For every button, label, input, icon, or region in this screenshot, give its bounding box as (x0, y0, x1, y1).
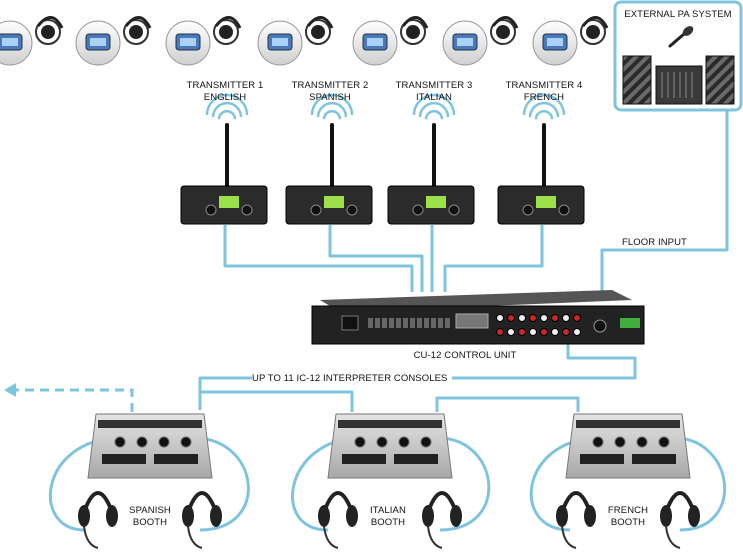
pa-system (613, 0, 743, 112)
transmitter-device (497, 93, 585, 225)
headphones-icon (490, 16, 519, 45)
headphones-icon (400, 16, 429, 45)
headset-icon (78, 491, 118, 549)
microphone-icon (668, 26, 694, 48)
transmitter-label-1: TRANSMITTER 1 ENGLISH (175, 80, 275, 104)
transmitter-device (285, 93, 373, 225)
headset-icon (556, 491, 596, 549)
transmitter-device (180, 93, 268, 225)
receiver-icon (75, 20, 121, 66)
transmitter-device (387, 93, 475, 225)
cable-console1-2 (200, 390, 354, 412)
transmitter-label-3: TRANSMITTER 3 ITALIAN (384, 80, 484, 104)
transmitter-row (180, 93, 585, 225)
mixer-icon (655, 65, 703, 105)
booth-french-word: BOOTH (610, 517, 646, 528)
speaker-right-icon (705, 55, 735, 105)
receiver-row (0, 16, 609, 66)
receiver-icon (165, 20, 211, 66)
transmitter-1-language: ENGLISH (203, 92, 247, 103)
receiver-icon (0, 20, 33, 66)
headphones-icon (35, 16, 64, 45)
headphones-icon (123, 16, 152, 45)
receiver-icon (352, 20, 398, 66)
loop-french-right (675, 436, 727, 532)
receiver-icon (442, 20, 488, 66)
booth-label-spanish: SPANISH BOOTH (120, 505, 180, 529)
transmitter-label-4: TRANSMITTER 4 FRENCH (494, 80, 594, 104)
booth-label-french: FRENCH BOOTH (598, 505, 658, 529)
interpreter-console (565, 413, 691, 479)
headset-icon (660, 491, 700, 549)
transmitter-2-name: TRANSMITTER 2 (291, 80, 369, 91)
transmitter-4-language: FRENCH (523, 92, 565, 103)
loop-spanish-right (195, 436, 250, 532)
headset-icon (318, 491, 358, 549)
cable-cu-to-consoles (198, 340, 637, 410)
transmitter-label-2: TRANSMITTER 2 SPANISH (280, 80, 380, 104)
headphones-icon (580, 16, 609, 45)
cable-tx4 (443, 225, 544, 292)
booth-spanish-word: BOOTH (132, 517, 168, 528)
booth-italian-name: ITALIAN (370, 505, 406, 516)
booth-spanish-name: SPANISH (129, 505, 171, 516)
transmitter-3-name: TRANSMITTER 3 (395, 80, 473, 91)
transmitter-2-language: SPANISH (309, 92, 351, 103)
booth-label-italian: ITALIAN BOOTH (358, 505, 418, 529)
floor-input-label: FLOOR INPUT (622, 237, 687, 248)
cu12-control-unit (311, 290, 645, 345)
expansion-arrowhead (4, 383, 16, 397)
transmitter-4-name: TRANSMITTER 4 (505, 80, 583, 91)
cable-tx2 (328, 225, 424, 292)
console-row (78, 413, 700, 549)
headphones-icon (305, 16, 334, 45)
receiver-icon (257, 20, 303, 66)
headphones-icon (213, 16, 242, 45)
transmitter-1-name: TRANSMITTER 1 (186, 80, 264, 91)
cable-tx1 (223, 225, 414, 292)
expansion-arrow (14, 388, 134, 412)
interpreter-console (87, 413, 213, 479)
headset-icon (422, 491, 462, 549)
cable-console2-3 (435, 396, 580, 412)
booth-french-name: FRENCH (607, 505, 649, 516)
transmitter-3-language: ITALIAN (416, 92, 452, 103)
interpreter-console (327, 413, 453, 479)
loop-italian-right (439, 436, 491, 532)
consoles-note: UP TO 11 IC-12 INTERPRETER CONSOLES (252, 373, 452, 385)
headset-icon (182, 491, 222, 549)
pa-system-title: EXTERNAL PA SYSTEM (624, 9, 732, 20)
control-unit-label: CU-12 CONTROL UNIT (413, 350, 517, 361)
receiver-icon (532, 20, 578, 66)
speaker-left-icon (622, 55, 652, 105)
cable-floor-input (600, 110, 729, 292)
booth-italian-word: BOOTH (370, 517, 406, 528)
